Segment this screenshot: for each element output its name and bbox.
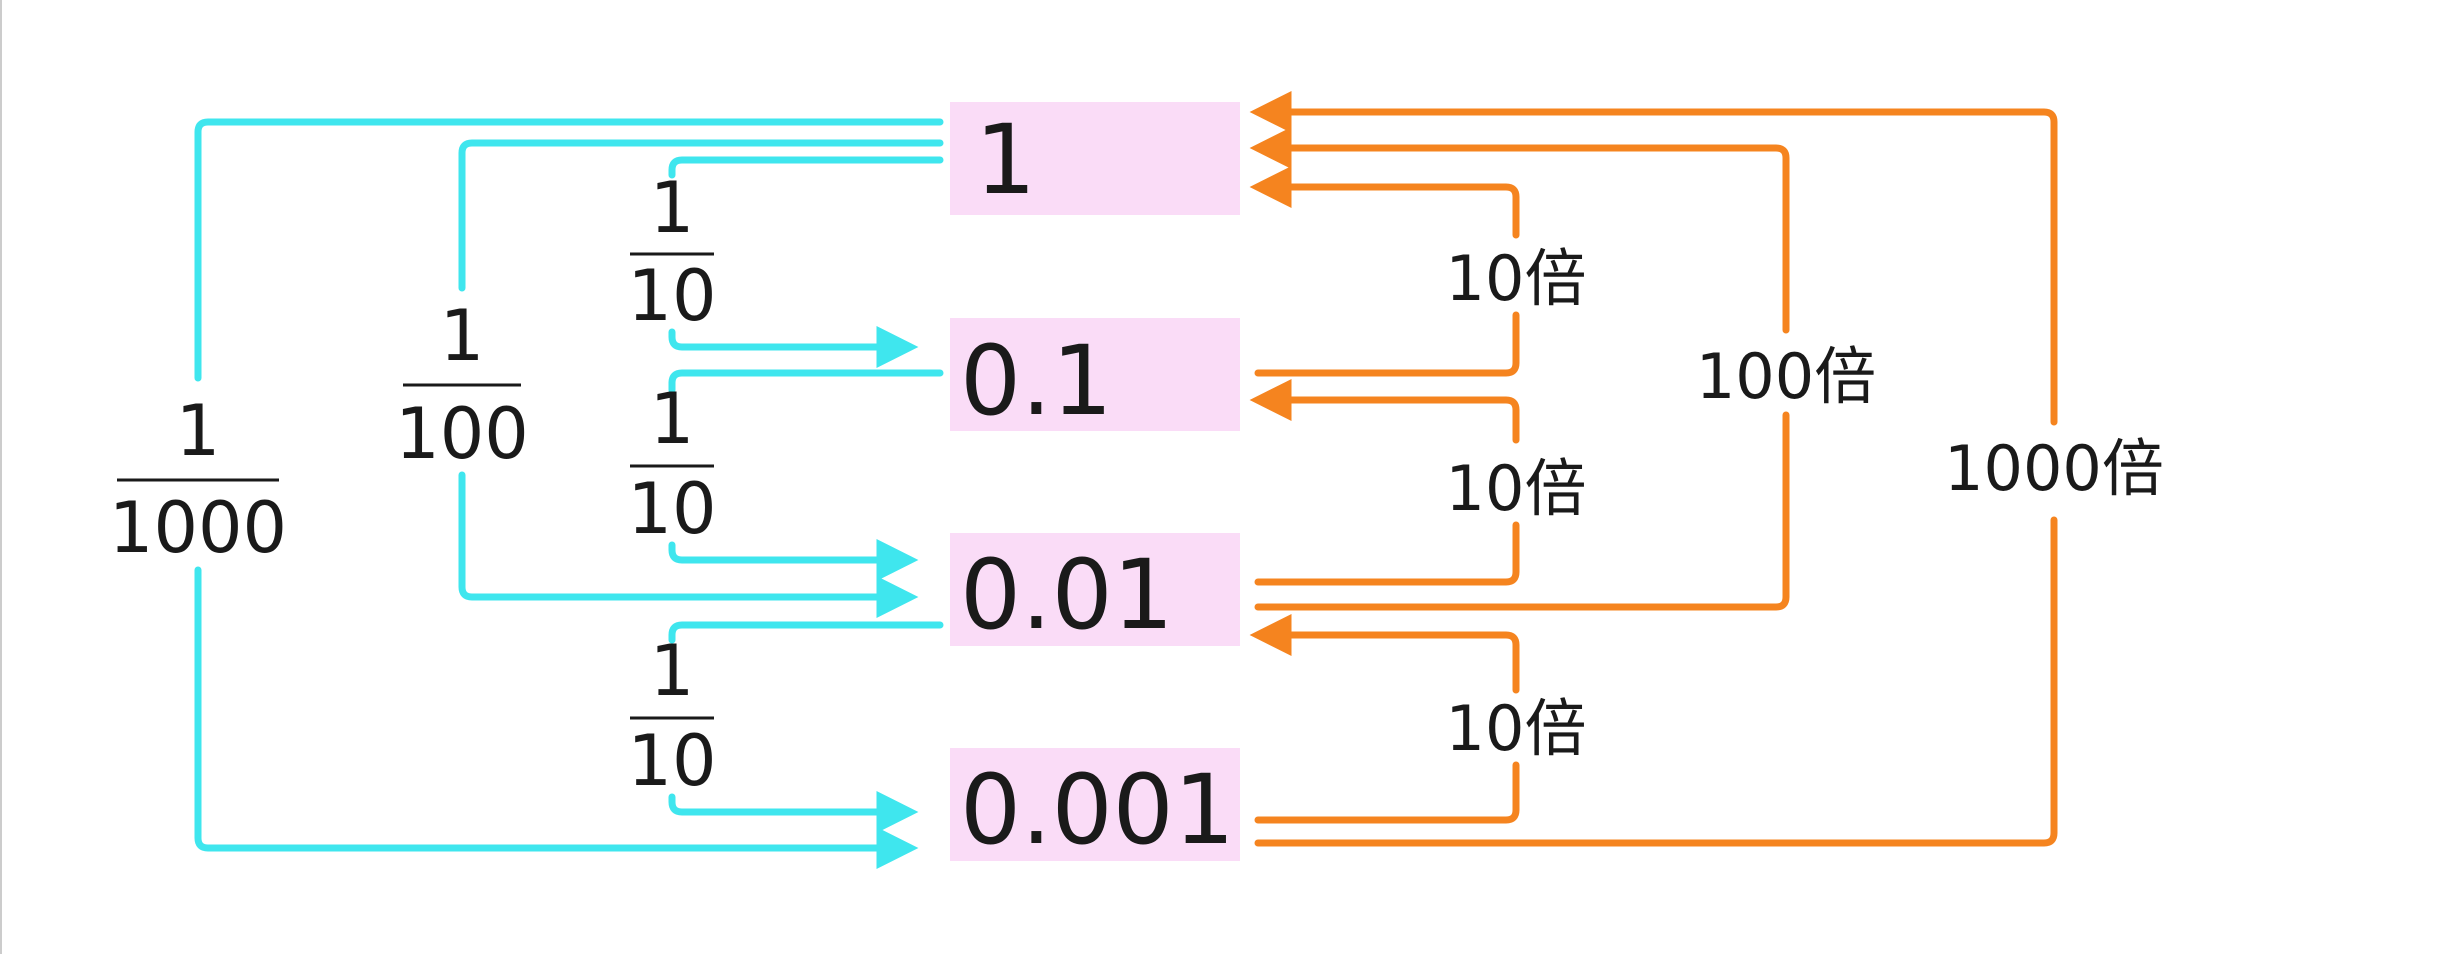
multiply-10-arrow-bottom — [1258, 635, 1520, 824]
fraction-numerator: 1 — [176, 390, 221, 472]
multiplier-label-100: 100倍 — [1696, 340, 1876, 413]
fraction-1-1000: 1 1000 — [109, 390, 287, 569]
value-label-0-01: 0.01 — [960, 539, 1174, 651]
value-label-1: 1 — [975, 104, 1036, 216]
multiplier-label-10-middle: 10倍 — [1446, 452, 1587, 525]
divide-100-arrow — [458, 139, 940, 597]
value-label-0-1: 0.1 — [960, 325, 1113, 437]
divide-10-arrow-bottom — [668, 621, 940, 812]
multiplier-label-10-bottom: 10倍 — [1446, 692, 1587, 765]
fraction-numerator: 1 — [650, 167, 695, 249]
fraction-numerator: 1 — [650, 630, 695, 712]
fraction-denominator: 100 — [395, 393, 529, 475]
value-box-0-01 — [950, 533, 1240, 646]
fraction-denominator: 1000 — [109, 487, 287, 569]
divide-10-arrow-middle — [668, 369, 940, 560]
value-label-0-001: 0.001 — [960, 754, 1235, 866]
value-box-0-001 — [950, 748, 1240, 861]
divide-10-arrow-top — [668, 156, 940, 347]
value-box-0-1 — [950, 318, 1240, 431]
fraction-denominator: 10 — [627, 255, 716, 337]
fraction-numerator: 1 — [440, 295, 485, 377]
multiply-1000-arrow — [1258, 112, 2058, 847]
multiply-10-arrow-middle — [1258, 400, 1520, 586]
fraction-1-10-top: 1 10 — [627, 167, 716, 337]
multiplier-label-1000: 1000倍 — [1944, 432, 2164, 505]
value-box-1 — [950, 102, 1240, 215]
fraction-1-10-middle: 1 10 — [627, 378, 716, 550]
multiply-100-arrow — [1258, 148, 1790, 611]
fraction-denominator: 10 — [627, 468, 716, 550]
fraction-1-100: 1 100 — [395, 295, 529, 475]
fraction-denominator: 10 — [627, 720, 716, 802]
divide-1000-arrow — [194, 118, 940, 848]
multiply-10-arrow-top — [1258, 187, 1520, 377]
multiplier-label-10-top: 10倍 — [1446, 242, 1587, 315]
fraction-1-10-bottom: 1 10 — [627, 630, 716, 802]
fraction-numerator: 1 — [650, 378, 695, 460]
